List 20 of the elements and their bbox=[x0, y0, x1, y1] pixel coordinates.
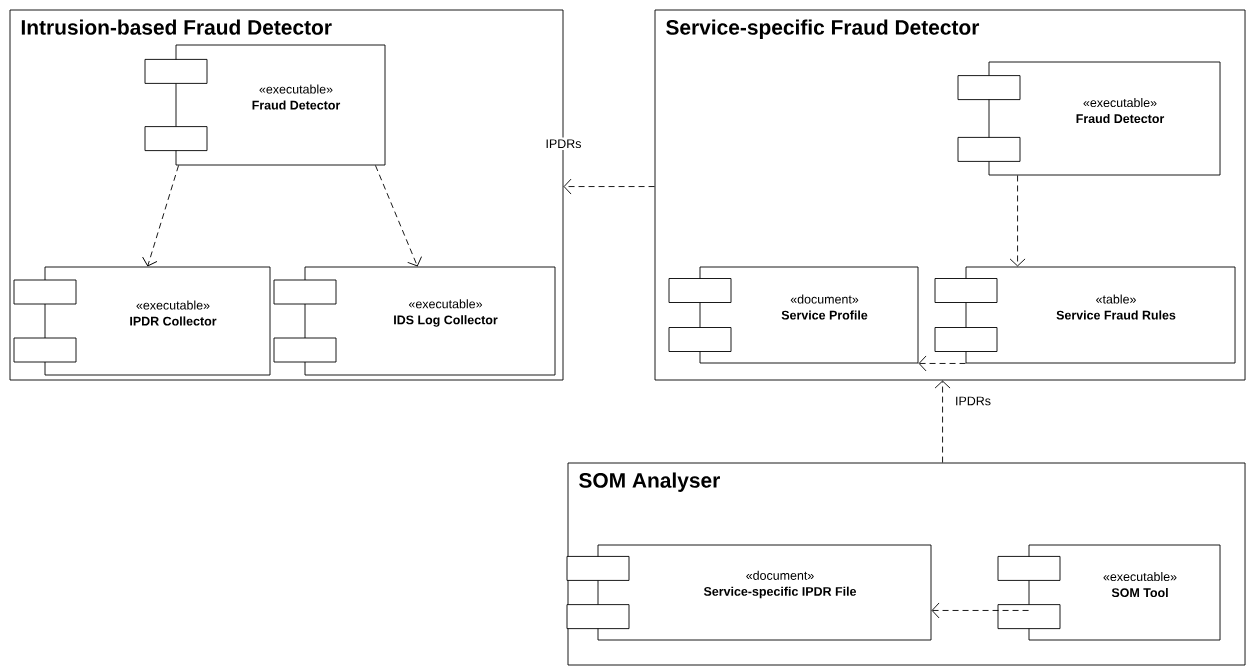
component-box: «executable» Fraud Detector bbox=[144, 44, 386, 166]
edge-label: IPDRs bbox=[543, 137, 584, 151]
component-box: «executable» Fraud Detector bbox=[957, 61, 1221, 176]
dependency-arrow bbox=[918, 355, 966, 372]
dependency-arrow bbox=[563, 178, 655, 195]
edge-label: IPDRs bbox=[953, 394, 993, 408]
component-box: «executable» IPDR Collector bbox=[13, 266, 271, 376]
component-box: «executable» IDS Log Collector bbox=[273, 266, 556, 376]
container-title: SOM Analyser bbox=[579, 472, 720, 492]
dependency-arrow bbox=[931, 602, 1029, 619]
dependency-arrow bbox=[142, 165, 179, 267]
dependency-arrow bbox=[934, 380, 951, 463]
component-box: «document» Service Profile bbox=[668, 266, 919, 364]
container-title: Service-specific Fraud Detector bbox=[666, 19, 980, 39]
component-box: «document» Service-specific IPDR File bbox=[566, 544, 932, 641]
component-box: «executable» SOM Tool bbox=[997, 544, 1221, 641]
dependency-arrow bbox=[1009, 175, 1026, 267]
container-title: Intrusion-based Fraud Detector bbox=[21, 19, 332, 35]
dependency-arrow bbox=[375, 165, 422, 267]
component-box: «table» Service Fraud Rules bbox=[934, 266, 1236, 364]
